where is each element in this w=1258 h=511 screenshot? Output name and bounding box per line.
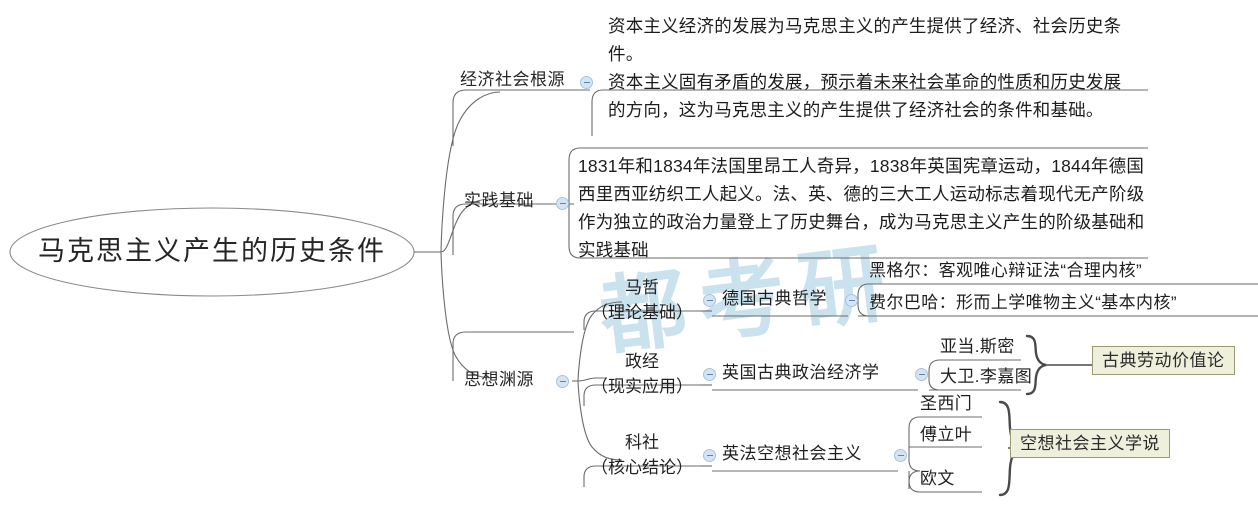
leaf-fourier-text: 傅立叶 [920,425,973,444]
node-french-socialism-text: 英法空想社会主义 [722,444,862,463]
soc-item-bracket [909,417,920,489]
content-economic-line2: 资本主义固有矛盾的发展，预示着未来社会革命的性质和历史发展的方向，这为马克思主义… [608,72,1122,120]
leaf-ricardo-text: 大卫.李嘉图 [940,367,1033,386]
node-scientific-socialism-line1: 科社 [625,433,659,452]
soc-bracket-lower [909,471,920,492]
tag-classical-labor-theory[interactable]: 古典劳动价值论 [1092,346,1235,375]
tag-classical-labor-theory-text: 古典劳动价值论 [1092,346,1235,375]
branch-ideological-text: 思想渊源 [464,370,534,389]
leaf-ricardo[interactable]: 大卫.李嘉图 [940,366,1032,388]
toggle-scientific-socialism-icon[interactable] [703,449,716,462]
toggle-french-socialism-icon[interactable] [894,449,907,462]
root-label: 马克思主义产生的历史条件 [38,236,386,267]
branch-practice-text: 实践基础 [464,191,534,210]
leaf-owen-text: 欧文 [920,469,955,488]
node-political-economy-line1: 政经 [625,352,659,371]
toggle-german-philosophy-icon[interactable] [845,294,858,307]
leaf-owen[interactable]: 欧文 [920,468,955,490]
leaf-adam-smith[interactable]: 亚当.斯密 [940,336,1015,358]
node-german-philosophy[interactable]: 德国古典哲学 [722,288,827,310]
node-philosophy-line2: （理论基础） [591,302,693,322]
toggle-economic-icon[interactable] [580,76,593,89]
items-bracket2-philosophy [858,284,869,316]
leaf-saint-simon-text: 圣西门 [920,394,973,413]
branch-economic-text: 经济社会根源 [460,70,565,89]
leaf-fourier[interactable]: 傅立叶 [920,424,972,446]
node-political-economy-line2: （现实应用） [591,376,693,396]
toggle-philosophy-icon[interactable] [703,294,716,307]
leaf-hegel-text: 黑格尔：客观唯心辩证法“合理内核” [869,261,1143,280]
content-practice-text: 1831年和1834年法国里昂工人奇异，1838年英国宪章运动，1844年德国西… [578,156,1145,260]
link-root-economic [441,92,500,252]
tag-utopian-socialism[interactable]: 空想社会主义学说 [1010,429,1170,458]
node-german-philosophy-text: 德国古典哲学 [722,289,827,308]
leaf-hegel[interactable]: 黑格尔：客观唯心辩证法“合理内核” [869,260,1142,282]
node-philosophy-line1: 马哲 [625,278,659,297]
toggle-ideological-icon[interactable] [556,375,569,388]
leaf-feuerbach[interactable]: 费尔巴哈：形而上学唯物主义“基本内核” [869,292,1177,314]
tag-utopian-socialism-text: 空想社会主义学说 [1010,429,1170,458]
node-british-pe[interactable]: 英国古典政治经济学 [722,362,880,384]
pe-item-bracket [929,360,940,390]
content-practice: 1831年和1834年法国里昂工人奇异，1838年英国宪章运动，1844年德国西… [578,152,1148,264]
node-scientific-socialism[interactable]: 科社 （核心结论） [586,431,698,480]
link-root-ideological [441,252,492,378]
group-underline-economic [453,90,590,146]
content-economic-line1: 资本主义经济的发展为马克思主义的产生提供了经济、社会历史条件。 [608,16,1122,64]
underline-economic-branch [447,95,586,147]
toggle-political-economy-icon[interactable] [703,368,716,381]
toggle-practice-icon[interactable] [556,197,569,210]
leaf-adam-smith-text: 亚当.斯密 [940,337,1015,356]
content-economic: 资本主义经济的发展为马克思主义的产生提供了经济、社会历史条件。 资本主义固有矛盾… [608,12,1128,124]
leaf-feuerbach-text: 费尔巴哈：形而上学唯物主义“基本内核” [869,293,1177,312]
node-scientific-socialism-line2: （核心结论） [591,457,693,477]
node-political-economy[interactable]: 政经 （现实应用） [586,350,698,399]
node-philosophy[interactable]: 马哲 （理论基础） [586,276,698,325]
node-british-pe-text: 英国古典政治经济学 [722,363,880,382]
economic-content-underline [447,93,460,146]
branch-label-economic[interactable]: 经济社会根源 [460,69,565,91]
branch-label-practice[interactable]: 实践基础 [464,190,534,212]
branch-label-ideological[interactable]: 思想渊源 [464,369,534,391]
node-french-socialism[interactable]: 英法空想社会主义 [722,443,862,465]
leaf-saint-simon[interactable]: 圣西门 [920,393,972,415]
toggle-british-pe-icon[interactable] [915,368,928,381]
root-node[interactable]: 马克思主义产生的历史条件 [30,228,394,276]
content-bracket-economic [592,90,603,136]
